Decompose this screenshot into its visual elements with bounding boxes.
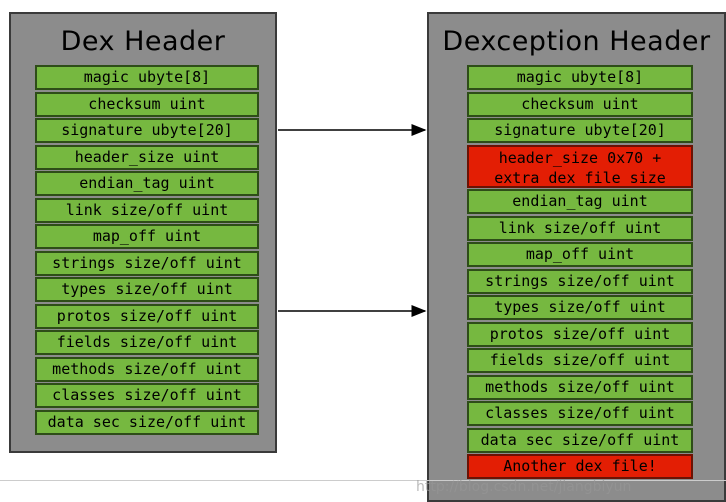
dexception-highlighted-field: header_size 0x70 +extra dex file size <box>467 144 693 188</box>
dex-header-title: Dex Header <box>60 26 226 57</box>
dexception-header-field: methods size/off uint <box>467 374 693 400</box>
dexception-header-field: map_off uint <box>467 242 693 267</box>
dexception-header-field: types size/off uint <box>467 295 693 320</box>
field-label: classes size/off uint <box>485 404 675 422</box>
dexception-header-field: data sec size/off uint <box>467 427 693 453</box>
field-label: protos size/off uint <box>489 324 671 343</box>
blog-watermark: http://blog.csdn.net/jiangbiyun <box>416 479 632 495</box>
dexception-header-field: endian_tag uint <box>467 189 693 214</box>
field-label: header_size 0x70 + <box>498 148 662 167</box>
field-label: magic ubyte[8] <box>516 68 644 86</box>
connector-arrows <box>278 124 427 317</box>
field-label: Another dex file! <box>503 457 657 475</box>
dex-header-field: map_off uint <box>35 224 259 249</box>
field-label: link size/off uint <box>498 218 662 237</box>
dexception-header-field: fields size/off uint <box>467 348 693 373</box>
dex-header-field: checksum uint <box>35 91 259 117</box>
dexception-header-field: checksum uint <box>467 91 693 117</box>
field-label: types size/off uint <box>494 298 666 316</box>
field-label: methods size/off uint <box>485 377 675 396</box>
field-label: endian_tag uint <box>512 192 648 210</box>
dexception-header-title: Dexception Header <box>442 26 711 57</box>
dex-header-field: protos size/off uint <box>35 303 259 329</box>
dex-header-field: endian_tag uint <box>35 171 259 196</box>
dexception-header-field: link size/off uint <box>467 215 693 241</box>
dex-header-field: strings size/off uint <box>35 250 259 276</box>
dex-header-field: link size/off uint <box>35 197 259 223</box>
field-label: map_off uint <box>525 245 635 263</box>
field-label: strings size/off uint <box>485 271 675 290</box>
dex-header-field: header_size uint <box>35 144 259 170</box>
dexception-header-field: strings size/off uint <box>467 268 693 294</box>
dexception-header-field: signature ubyte[20] <box>467 118 693 143</box>
dexception-header-panel: Dexception Header magic ubyte[8] checksum… <box>427 12 726 502</box>
page-bottom-divider <box>0 480 726 481</box>
dex-header-field: magic ubyte[8] <box>35 65 259 90</box>
dexception-header-field: magic ubyte[8] <box>467 65 693 90</box>
field-label: data sec size/off uint <box>480 430 680 449</box>
dex-header-field: signature ubyte[20] <box>35 118 259 143</box>
field-label: checksum uint <box>521 94 639 113</box>
field-label: signature ubyte[20] <box>494 121 666 139</box>
dexception-highlighted-field: Another dex file! <box>467 454 693 479</box>
dex-header-field: classes size/off uint <box>35 383 259 408</box>
dex-header-field: data sec size/off uint <box>35 409 259 435</box>
dex-header-field: methods size/off uint <box>35 356 259 382</box>
field-label: fields size/off uint <box>489 351 671 369</box>
dexception-header-field: classes size/off uint <box>467 401 693 426</box>
dexception-header-field: protos size/off uint <box>467 321 693 347</box>
dex-header-field: fields size/off uint <box>35 330 259 355</box>
dex-header-field: types size/off uint <box>35 277 259 302</box>
field-label-line2: extra dex file size <box>494 168 666 187</box>
